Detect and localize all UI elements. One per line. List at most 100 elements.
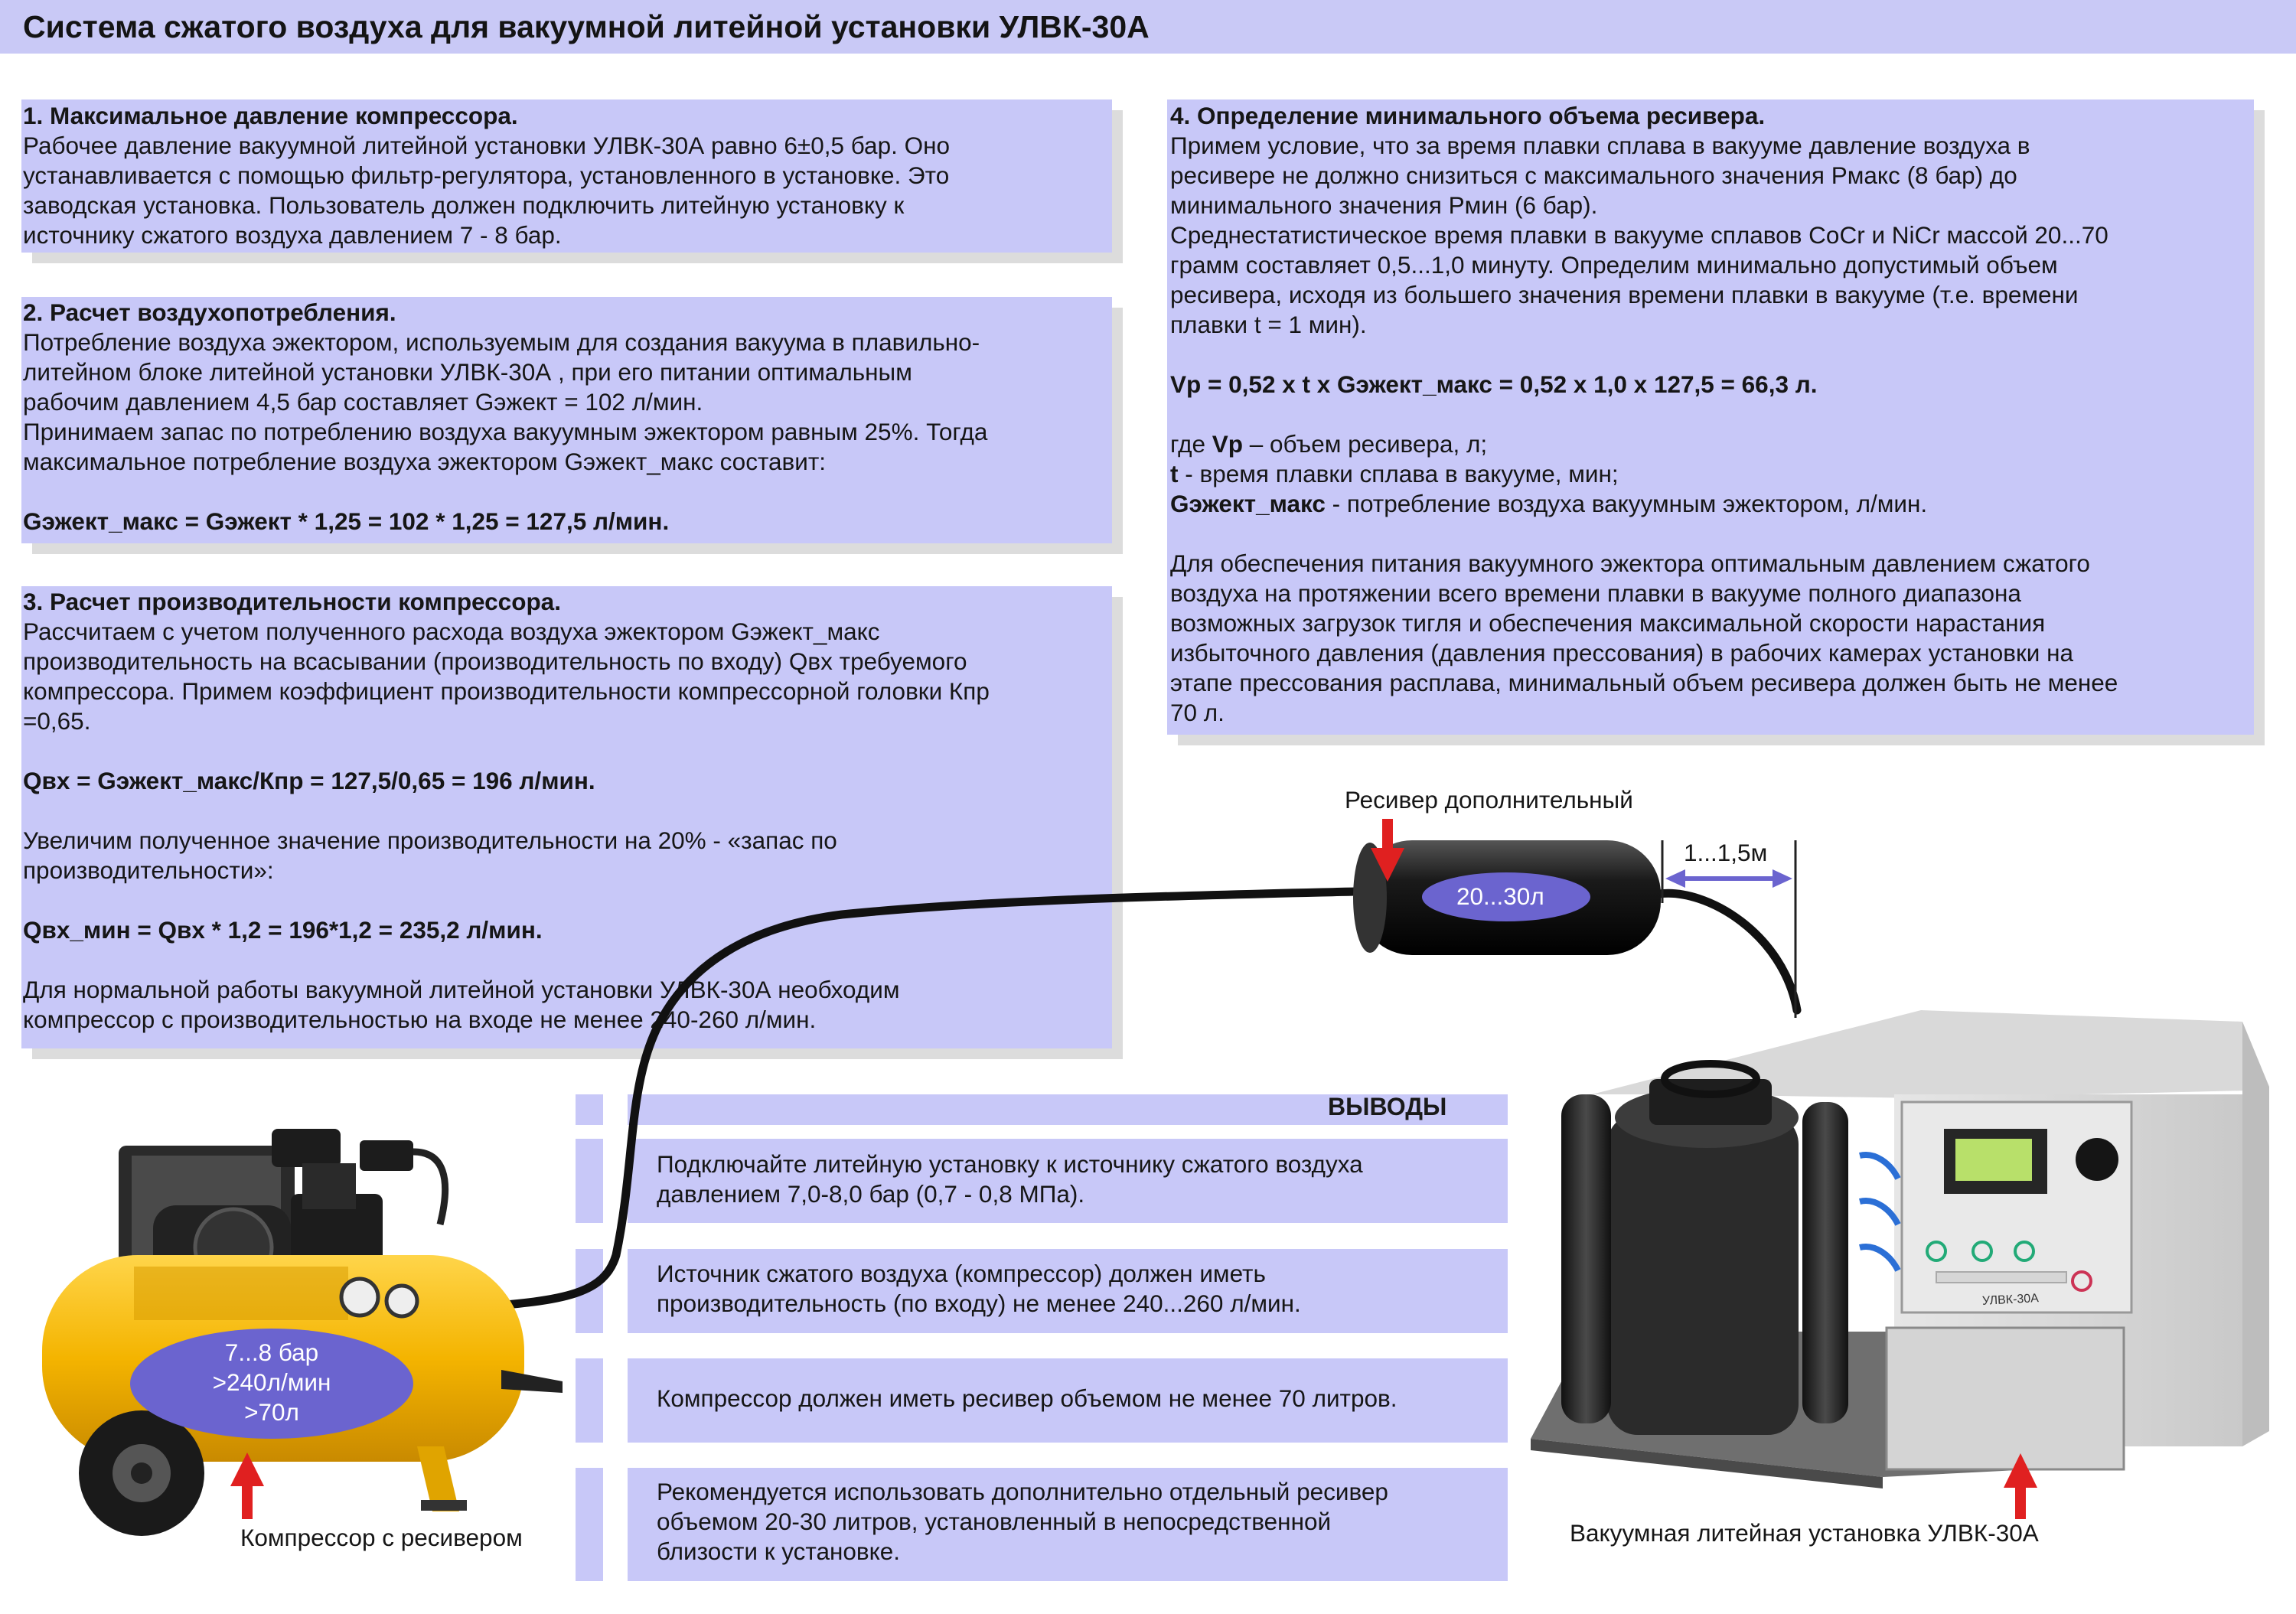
section-4-line: Примем условие, что за время плавки спла… [1170,132,2030,159]
conclusion-box [628,1468,1508,1581]
conclusion-line: близости к установке. [657,1537,901,1565]
section-1-line: заводская установка. Пользователь должен… [23,191,905,219]
section-3-formula-2: Qвх_мин = Qвх * 1,2 = 196*1,2 = 235,2 л/… [23,916,543,944]
compressor-caption: Компрессор с ресивером [240,1524,523,1551]
section-4-line: воздуха на протяжении всего времени плав… [1170,579,2021,607]
section-4-line: ресивера, исходя из большего значения вр… [1170,281,2079,308]
section-3-formula-1: Qвх = Gэжект_макс/Кпр = 127,5/0,65 = 196… [23,767,595,794]
section-1-line: источнику сжатого воздуха давлением 7 - … [23,221,562,249]
where-g-text: - потребление воздуха вакуумным эжекторо… [1325,490,1928,517]
conclusion-box [628,1358,1508,1443]
spec-pressure: 7...8 бар [224,1338,319,1366]
conclusion-marker [576,1139,603,1223]
section-4-line: грамм составляет 0,5...1,0 минуту. Опред… [1170,251,2058,279]
conclusion-item: Подключайте литейную установку к источни… [657,1149,1363,1209]
section-2-line: максимальное потребление воздуха эжектор… [23,448,827,475]
receiver-volume: 20...30л [1456,882,1544,910]
section-2-line: рабочим давлением 4,5 бар составляет Gэж… [23,388,703,416]
where-t-text: - время плавки сплава в вакууме, мин; [1178,460,1619,487]
section-4: 4. Определение минимального объема ресив… [1170,101,2118,728]
conclusions-header-strip [628,1094,1508,1125]
section-4-line: Среднестатистическое время плавки в ваку… [1170,221,2108,249]
conclusion-box [628,1139,1508,1223]
section-3: 3. Расчет производительности компрессора… [23,587,990,1035]
section-4-line: 70 л. [1170,699,1225,726]
section-2-line: Потребление воздуха эжектором, используе… [23,328,980,356]
section-4-line: Для обеспечения питания вакуумного эжект… [1170,549,2090,577]
air-hose [1655,889,1802,1015]
section-3-line: компрессора. Примем коэффициент производ… [23,677,990,705]
section-1: 1. Максимальное давление компрессора. Ра… [23,101,950,250]
section-4-formula: Vр = 0,52 x t x Gэжект_макс = 0,52 x 1,0… [1170,370,1818,398]
where-t-symbol: t [1170,460,1179,487]
section-3-line: производительность на всасывании (произв… [23,647,967,675]
section-3-line: компрессор с производительностью на вход… [23,1006,817,1033]
section-2: 2. Расчет воздухопотребления. Потреблени… [23,298,987,536]
where-vp-symbol: Vр [1212,430,1243,458]
section-4-where-t: t - время плавки сплава в вакууме, мин; [1170,459,2118,489]
section-4-panel [1167,99,2254,735]
spec-flow: >240л/мин [212,1368,331,1396]
section-4-line: возможных загрузок тигля и обеспечения м… [1170,609,2046,637]
section-3-line: Увеличим полученное значение производите… [23,827,837,854]
casting-unit [1531,1010,2269,1488]
conclusions-heading: ВЫВОДЫ [1328,1093,1447,1120]
section-2-formula: Gэжект_макс = Gэжект * 1,25 = 102 * 1,25… [23,507,670,535]
section-2-line: Принимаем запас по потреблению воздуха в… [23,418,988,445]
section-3-heading: 3. Расчет производительности компрессора… [23,588,561,615]
section-3-line: =0,65. [23,707,91,735]
conclusion-item: Рекомендуется использовать дополнительно… [657,1477,1388,1567]
section-4-line: плавки t = 1 мин). [1170,311,1367,338]
distance-arrow [1665,869,1792,888]
spec-volume: >70л [244,1398,299,1426]
page-title: Система сжатого воздуха для вакуумной ли… [23,9,1150,44]
conclusions-bullet-strip [576,1094,603,1125]
conclusion-marker [576,1358,603,1443]
section-4-line: избыточного давления (давления прессован… [1170,639,2074,667]
conclusion-item: Источник сжатого воздуха (компрессор) до… [657,1259,1301,1319]
conclusion-line: Рекомендуется использовать дополнительно… [657,1478,1388,1505]
section-1-panel [21,99,1112,253]
receiver-label: Ресивер дополнительный [1345,786,1633,814]
unit-caption: Вакуумная литейная установка УЛВК-30А [1570,1519,2039,1547]
section-1-line: Рабочее давление вакуумной литейной уста… [23,132,951,159]
compressor-arrow [230,1453,264,1519]
distance-label: 1...1,5м [1684,839,1768,866]
section-3-line: Рассчитаем с учетом полученного расхода … [23,618,880,645]
section-2-heading: 2. Расчет воздухопотребления. [23,298,396,326]
title-bar: Система сжатого воздуха для вакуумной ли… [0,0,2296,54]
compressor [42,1129,563,1536]
conclusion-line: производительность (по входу) не менее 2… [657,1290,1301,1317]
unit-nameplate: УЛВК-30А [1981,1292,2040,1308]
section-4-heading: 4. Определение минимального объема ресив… [1170,102,1766,129]
conclusion-item: Компрессор должен иметь ресивер объемом … [657,1384,1397,1413]
additional-receiver [1353,840,1661,955]
where-vp-text: – объем ресивера, л; [1243,430,1488,458]
unit-arrow [2004,1453,2037,1519]
where-g-symbol: Gэжект_макс [1170,490,1326,517]
compressor-specs: 7...8 бар >240л/мин >70л [130,1338,413,1427]
section-2-line: литейном блоке литейной установки УЛВК-3… [23,358,912,386]
conclusion-line: Компрессор должен иметь ресивер объемом … [657,1384,1397,1412]
conclusion-line: Подключайте литейную установку к источни… [657,1150,1363,1178]
receiver-arrow [1371,819,1404,882]
section-4-line: минимального значения Рмин (6 бар). [1170,191,1598,219]
air-hose [470,887,1359,1312]
conclusion-box [628,1249,1508,1333]
section-4-where-vp: где Vр – объем ресивера, л; [1170,429,2118,459]
section-3-panel [21,586,1112,1048]
section-1-heading: 1. Максимальное давление компрессора. [23,102,518,129]
conclusion-line: давлением 7,0-8,0 бар (0,7 - 0,8 МПа). [657,1180,1085,1208]
conclusion-marker [576,1468,603,1581]
conclusion-line: объемом 20-30 литров, установленный в не… [657,1508,1332,1535]
section-4-line: ресивере не должно снизиться с максималь… [1170,161,2017,189]
section-3-line: Для нормальной работы вакуумной литейной… [23,976,900,1003]
section-3-line: производительности»: [23,856,274,884]
section-4-where-g: Gэжект_макс - потребление воздуха вакуум… [1170,489,2118,519]
where-prefix: где [1170,430,1212,458]
conclusion-line: Источник сжатого воздуха (компрессор) до… [657,1260,1266,1287]
section-4-line: этапе прессования расплава, минимальный … [1170,669,2118,696]
section-2-panel [21,297,1112,543]
section-1-line: устанавливается с помощью фильтр-регулят… [23,161,950,189]
